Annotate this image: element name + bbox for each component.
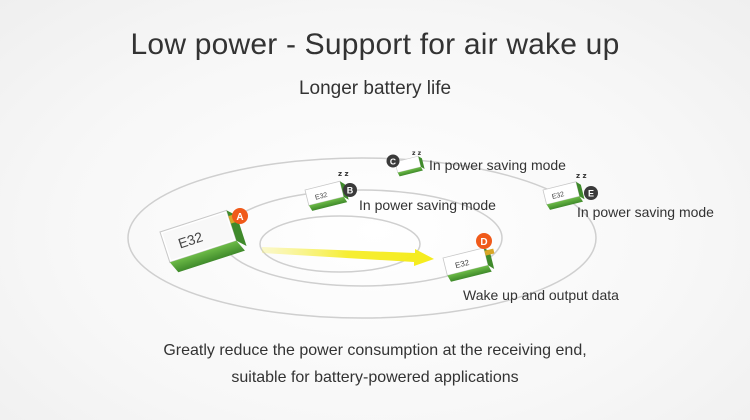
- module-e-status: In power saving mode: [577, 204, 714, 220]
- module-e-label: E32: [551, 191, 565, 201]
- module-d-status: Wake up and output data: [463, 287, 619, 303]
- module-d-marker: D: [476, 233, 492, 249]
- caption-line-1: Greatly reduce the power consumption at …: [163, 342, 587, 359]
- ring-outer: [127, 157, 597, 319]
- module-c-marker: C: [386, 154, 400, 168]
- module-e-marker-letter: E: [588, 189, 594, 199]
- page-subtitle: Longer battery life: [298, 78, 452, 99]
- caption-line-2: suitable for battery-powered application…: [231, 369, 519, 386]
- module-e-marker: E: [584, 186, 598, 200]
- module-c-status: In power saving mode: [429, 157, 566, 173]
- module-a-marker: A: [232, 208, 248, 224]
- module-c-sleep-icon: z z: [412, 150, 422, 157]
- module-e: E32: [542, 181, 585, 210]
- page-title: Low power - Support for air wake up: [130, 28, 620, 61]
- module-b-marker-letter: B: [347, 186, 354, 196]
- module-d: E32: [442, 247, 495, 282]
- module-a-marker-letter: A: [236, 212, 243, 223]
- module-c: [394, 155, 425, 177]
- module-b-label: E32: [314, 192, 328, 202]
- module-d-label: E32: [454, 258, 471, 270]
- module-c-marker-letter: C: [390, 157, 396, 167]
- module-b: E32: [304, 180, 349, 211]
- module-d-marker-letter: D: [480, 237, 487, 248]
- ring-inner: [259, 215, 421, 273]
- signal-arrow: [262, 247, 434, 266]
- module-b-status: In power saving mode: [359, 197, 496, 213]
- module-e-sleep-icon: z z: [576, 172, 587, 180]
- module-b-marker: B: [343, 183, 357, 197]
- module-a-label: E32: [176, 228, 205, 251]
- module-b-sleep-icon: z z: [338, 170, 349, 178]
